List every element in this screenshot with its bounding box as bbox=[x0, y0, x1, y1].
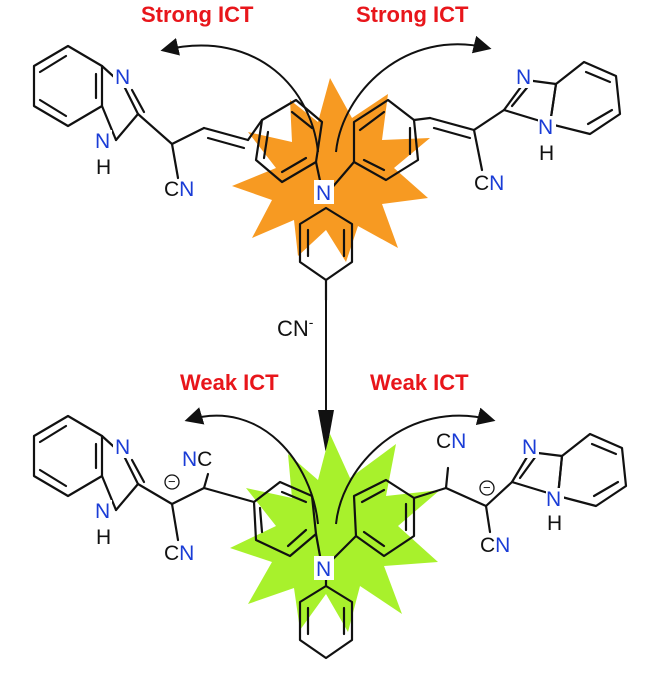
weak-ict-arrow-right bbox=[335, 407, 496, 525]
starting-molecule: N N H CN N N N H CN Strong ICT Strong IC… bbox=[32, 2, 622, 302]
right-nh-n: N bbox=[538, 116, 553, 139]
strong-ict-label-left: Strong ICT bbox=[141, 2, 254, 27]
adduct-left-benzimidazole bbox=[32, 414, 174, 512]
weak-ict-label-left: Weak ICT bbox=[180, 370, 279, 395]
right-cyano-top: CN bbox=[436, 430, 466, 453]
adduct-left-nh-h: H bbox=[96, 526, 111, 549]
right-imine-n: N bbox=[516, 66, 531, 89]
reaction-arrow-group: CN- bbox=[277, 300, 334, 454]
cyanide-reagent: CN- bbox=[277, 314, 314, 341]
strong-ict-arrow-right bbox=[335, 35, 492, 153]
adduct-left-imine-n: N bbox=[115, 436, 130, 459]
orange-burst bbox=[232, 78, 430, 262]
left-nh-n: N bbox=[95, 130, 110, 153]
right-cyano-bottom: CN bbox=[480, 534, 510, 557]
bottom-amine-n: N bbox=[316, 558, 331, 581]
right-nh-h: H bbox=[539, 142, 554, 165]
adduct-right-nh-h: H bbox=[547, 512, 562, 535]
green-burst bbox=[230, 434, 440, 632]
left-isocyano: NC bbox=[182, 448, 212, 471]
top-amine-n: N bbox=[316, 182, 331, 205]
strong-ict-label-right: Strong ICT bbox=[356, 2, 469, 27]
left-nh-h: H bbox=[96, 156, 111, 179]
left-cyano: CN bbox=[164, 178, 194, 201]
strong-ict-arrow-left bbox=[160, 38, 319, 153]
adduct-right-nh-n: N bbox=[546, 488, 561, 511]
left-imine-n: N bbox=[115, 66, 130, 89]
adduct-right-imine-n: N bbox=[522, 436, 537, 459]
left-carbanion-charge: − bbox=[168, 474, 176, 489]
right-carbanion-charge: − bbox=[483, 480, 491, 495]
left-benzimidazole bbox=[32, 44, 174, 146]
reaction-arrowhead bbox=[318, 410, 334, 454]
adduct-molecule: N N H − CN NC N CN − N N H CN Weak ICT W… bbox=[32, 370, 628, 660]
adduct-left-nh-n: N bbox=[95, 500, 110, 523]
weak-ict-label-right: Weak ICT bbox=[370, 370, 469, 395]
right-cyano: CN bbox=[474, 172, 504, 195]
weak-ict-arrow-left bbox=[184, 407, 319, 525]
adduct-left-cyano: CN bbox=[164, 542, 194, 565]
